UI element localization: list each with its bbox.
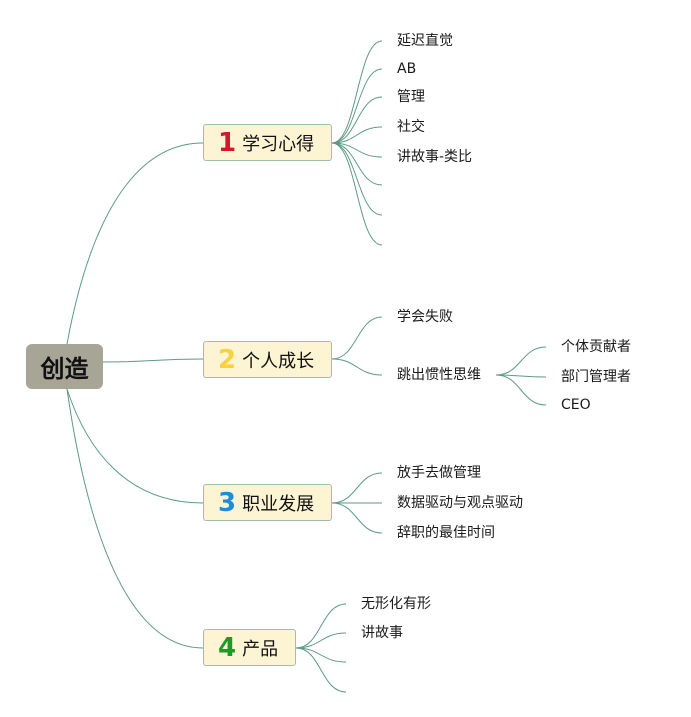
branch-number-1: 1 bbox=[218, 127, 237, 158]
connector-line-1 bbox=[66, 142, 204, 345]
connector-line-12 bbox=[331, 142, 383, 246]
branch-label-3: 职业发展 bbox=[242, 493, 315, 515]
connector-line-10 bbox=[331, 142, 383, 186]
leaf-1-3[interactable]: 管理 bbox=[397, 89, 425, 105]
connector-line-6 bbox=[331, 68, 383, 144]
connector-line-21 bbox=[295, 603, 347, 649]
branch-label-1: 学习心得 bbox=[242, 133, 315, 155]
leaf-1-1[interactable]: 延迟直觉 bbox=[397, 33, 453, 49]
connector-line-20 bbox=[331, 502, 383, 534]
leaf-2-2-2[interactable]: 部门管理者 bbox=[561, 369, 631, 385]
connector-line-23 bbox=[295, 647, 347, 663]
leaf-2-2[interactable]: 跳出惯性思维 bbox=[397, 367, 481, 383]
connector-line-15 bbox=[495, 346, 547, 376]
branch-number-2: 2 bbox=[218, 344, 237, 375]
connector-line-2 bbox=[102, 358, 204, 363]
branch-number-3: 3 bbox=[218, 487, 237, 518]
leaf-4-2[interactable]: 讲故事 bbox=[361, 625, 403, 641]
leaf-3-2[interactable]: 数据驱动与观点驱动 bbox=[397, 495, 523, 511]
leaf-3-1[interactable]: 放手去做管理 bbox=[397, 465, 481, 481]
root-node-label: 创造 bbox=[40, 355, 89, 383]
leaf-4-1[interactable]: 无形化有形 bbox=[361, 596, 431, 612]
connector-line-3 bbox=[66, 388, 204, 504]
connector-line-17 bbox=[495, 374, 547, 406]
connector-line-8 bbox=[331, 126, 383, 144]
branch-node-3[interactable]: 3 职业发展 bbox=[203, 484, 332, 521]
connector-line-5 bbox=[331, 40, 383, 144]
branch-number-4: 4 bbox=[218, 632, 237, 663]
connector-line-4 bbox=[66, 388, 204, 649]
leaf-1-2[interactable]: AB bbox=[397, 61, 417, 77]
leaf-3-3[interactable]: 辞职的最佳时间 bbox=[397, 525, 495, 541]
leaf-1-4[interactable]: 社交 bbox=[397, 119, 425, 135]
connector-line-13 bbox=[331, 316, 383, 360]
connector-line-7 bbox=[331, 96, 383, 144]
connector-line-14 bbox=[331, 358, 383, 376]
branch-label-4: 产品 bbox=[242, 638, 279, 660]
branch-label-2: 个人成长 bbox=[242, 350, 315, 372]
leaf-2-2-1[interactable]: 个体贡献者 bbox=[561, 339, 631, 355]
leaf-2-1[interactable]: 学会失败 bbox=[397, 309, 453, 325]
connector-line-11 bbox=[331, 142, 383, 216]
leaf-1-5[interactable]: 讲故事-类比 bbox=[397, 149, 473, 165]
branch-node-1[interactable]: 1 学习心得 bbox=[203, 124, 332, 161]
root-node[interactable]: 创造 bbox=[26, 344, 103, 389]
connector-line-24 bbox=[295, 647, 347, 693]
connector-line-18 bbox=[331, 472, 383, 504]
leaf-2-2-3[interactable]: CEO bbox=[561, 397, 591, 413]
branch-node-2[interactable]: 2 个人成长 bbox=[203, 341, 332, 378]
connector-line-22 bbox=[295, 632, 347, 649]
branch-node-4[interactable]: 4 产品 bbox=[203, 629, 296, 666]
